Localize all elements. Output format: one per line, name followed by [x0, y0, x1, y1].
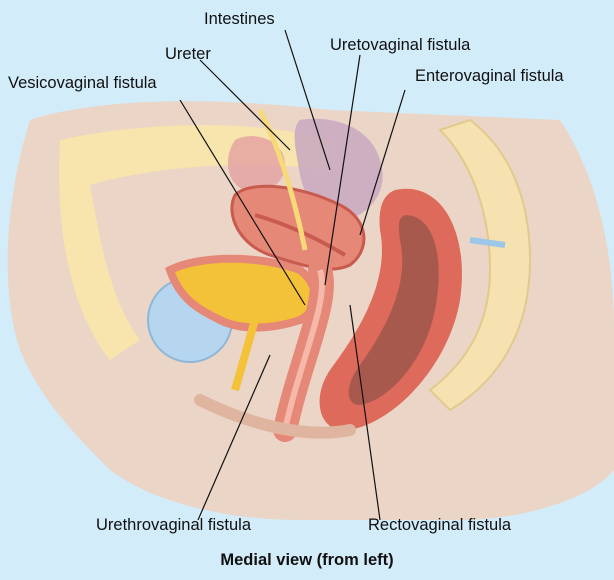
label-uretovaginal-fistula: Uretovaginal fistula — [330, 36, 470, 55]
label-ureter: Ureter — [165, 45, 211, 64]
label-intestines: Intestines — [204, 10, 275, 29]
label-urethrovaginal-fistula: Urethrovaginal fistula — [96, 516, 251, 535]
label-rectovaginal-fistula: Rectovaginal fistula — [368, 516, 511, 535]
label-enterovaginal-fistula: Enterovaginal fistula — [415, 67, 564, 86]
label-vesicovaginal-fistula: Vesicovaginal fistula — [8, 74, 157, 93]
figure-caption: Medial view (from left) — [0, 551, 614, 570]
